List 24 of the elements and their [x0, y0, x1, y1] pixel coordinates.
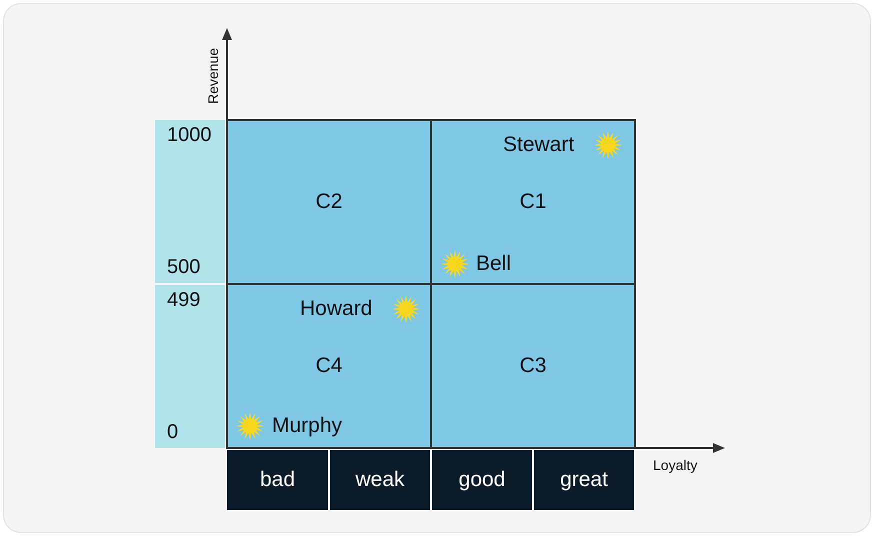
- category-cell: good: [432, 450, 532, 510]
- customer-name: Murphy: [272, 414, 342, 438]
- axis-band: [155, 120, 225, 283]
- tick-label: 0: [167, 421, 178, 444]
- customer-name: Stewart: [503, 133, 574, 157]
- quadrant-cell: [226, 283, 432, 449]
- category-cell: weak: [330, 450, 430, 510]
- quadrant-label: C2: [314, 190, 344, 214]
- quadrant-label: C4: [314, 354, 344, 378]
- quadrant-cell: [226, 119, 432, 285]
- quadrant-label: C1: [518, 190, 548, 214]
- tick-label: 499: [167, 289, 200, 312]
- axis-title: Revenue: [205, 48, 222, 104]
- quadrant-cell: [430, 119, 636, 285]
- customer-name: Howard: [300, 297, 372, 321]
- axis-title: Loyalty: [653, 457, 698, 473]
- category-cell: great: [534, 450, 634, 510]
- axis-band: [155, 285, 225, 448]
- category-cell: bad: [227, 450, 328, 510]
- tick-label: 500: [167, 256, 200, 279]
- tick-label: 1000: [167, 124, 212, 147]
- quadrant-cell: [430, 283, 636, 449]
- customer-name: Bell: [476, 252, 512, 276]
- quadrant-label: C3: [518, 354, 548, 378]
